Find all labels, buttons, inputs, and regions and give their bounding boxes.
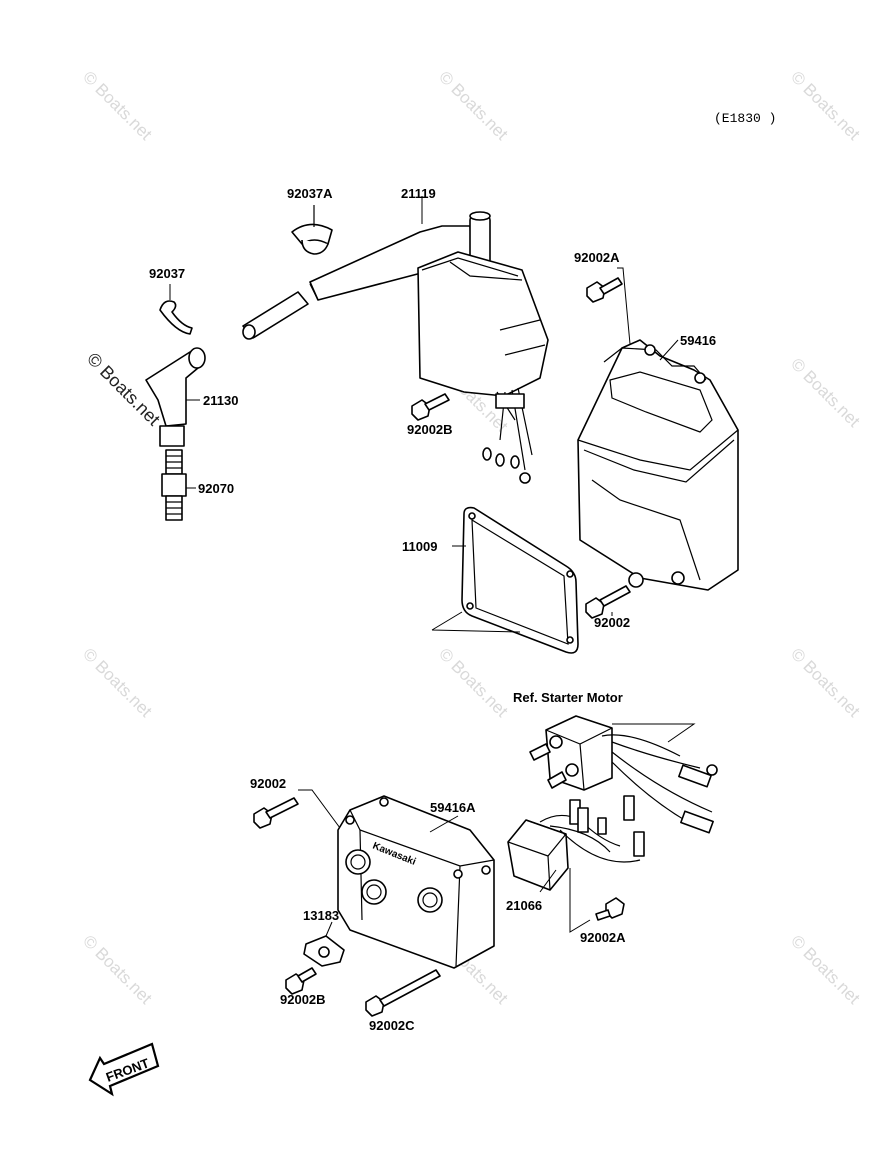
watermark: © Boats.net	[79, 67, 156, 144]
label-92070: 92070	[198, 481, 234, 496]
plate-13183	[303, 921, 345, 967]
ignition-coil-21119	[242, 196, 549, 484]
watermark: © Boats.net	[787, 931, 864, 1008]
label-21119: 21119	[401, 186, 436, 201]
spark-plug-92070	[161, 449, 196, 521]
watermark: © Boats.net	[435, 67, 512, 144]
clip-92037	[159, 284, 193, 335]
watermark: © Boats.net	[79, 931, 156, 1008]
regulator-21066	[507, 795, 645, 933]
front-marker-text: FRONT	[104, 1055, 151, 1084]
label-59416A: 59416A	[430, 800, 476, 815]
bolt-92002A-bottom	[595, 897, 625, 921]
watermark: © Boats.net	[787, 644, 864, 721]
label-ref-starter-motor: Ref. Starter Motor	[513, 690, 623, 705]
case-59416	[577, 339, 739, 591]
label-92002B-top: 92002B	[407, 422, 453, 437]
bolt-92002-bottom	[253, 789, 341, 829]
watermark: © Boats.net	[787, 67, 864, 144]
label-92002-bottom: 92002	[250, 776, 286, 791]
bolt-92002A-top	[586, 267, 631, 345]
label-21130: 21130	[203, 393, 238, 408]
cover-59416A: Kawasaki	[337, 795, 495, 969]
label-11009: 11009	[402, 539, 437, 554]
label-92002C: 92002C	[369, 1018, 415, 1033]
label-92002A-bottom: 92002A	[580, 930, 626, 945]
clamp-92037A	[291, 205, 333, 255]
watermark: © Boats.net	[435, 644, 512, 721]
watermark: © Boats.net	[79, 644, 156, 721]
label-92002-top: 92002	[594, 615, 630, 630]
label-13183: 13183	[303, 908, 339, 923]
part-labels: 92037A 21119 92037 92002A 59416 21130 92…	[149, 186, 716, 1033]
bolt-92002B-top	[411, 393, 450, 421]
gasket-11009	[431, 506, 579, 654]
label-92037A: 92037A	[287, 186, 333, 201]
starter-relay-assembly	[529, 715, 718, 834]
label-21066: 21066	[506, 898, 542, 913]
bolt-92002B-bottom	[285, 967, 317, 995]
diagram-code: (E1830 )	[714, 111, 776, 126]
bolt-92002C	[365, 969, 441, 1017]
watermark: © Boats.net	[787, 354, 864, 431]
front-arrow-icon: FRONT	[88, 1042, 160, 1097]
label-92037: 92037	[149, 266, 185, 281]
label-59416: 59416	[680, 333, 716, 348]
label-92002B-bottom: 92002B	[280, 992, 326, 1007]
plug-cap-21130	[145, 347, 206, 447]
label-92002A-top: 92002A	[574, 250, 620, 265]
bolt-92002-top	[585, 585, 631, 619]
